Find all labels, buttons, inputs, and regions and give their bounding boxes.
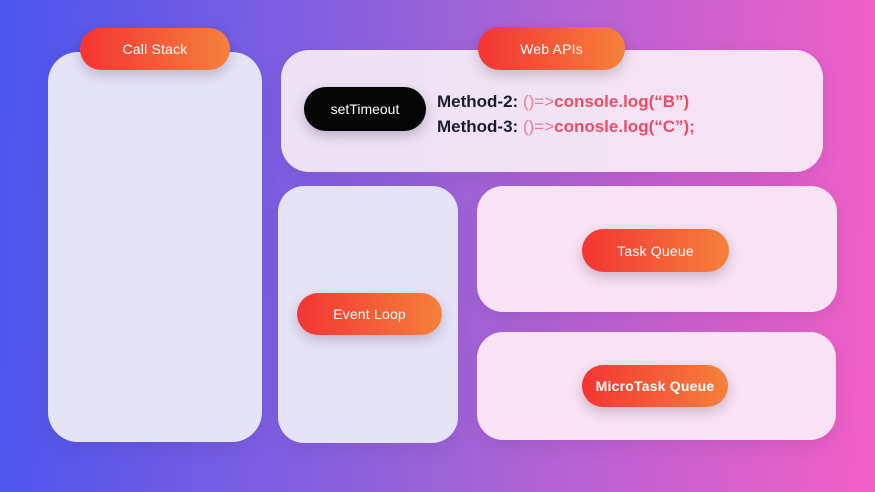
call-stack-label: Call Stack <box>122 41 188 57</box>
method-2-code: console.log(“B”) <box>554 92 690 111</box>
microtask-queue-label: MicroTask Queue <box>595 378 715 394</box>
method-2-label: Method-2: <box>437 92 523 111</box>
method-3-line: Method-3: ()=>conosle.log(“C”); <box>437 114 695 139</box>
web-apis-label: Web APIs <box>520 40 583 57</box>
call-stack-pill: Call Stack <box>80 28 230 70</box>
web-apis-pill: Web APIs <box>478 27 625 70</box>
call-stack-panel <box>48 52 262 442</box>
method-2-line: Method-2: ()=>console.log(“B”) <box>437 89 695 114</box>
method-2-arrow: ()=> <box>522 92 555 111</box>
web-apis-code-lines: Method-2: ()=>console.log(“B”) Method-3:… <box>437 89 695 139</box>
task-queue-pill: Task Queue <box>582 229 729 272</box>
method-3-arrow: ()=> <box>522 117 555 136</box>
settimeout-label: setTimeout <box>330 101 400 117</box>
settimeout-pill: setTimeout <box>304 87 426 131</box>
event-loop-pill: Event Loop <box>297 293 442 335</box>
event-loop-label: Event Loop <box>333 306 406 322</box>
task-queue-label: Task Queue <box>617 242 694 259</box>
microtask-queue-pill: MicroTask Queue <box>582 365 728 407</box>
method-3-label: Method-3: <box>437 117 523 136</box>
method-3-code: conosle.log(“C”); <box>554 117 695 136</box>
